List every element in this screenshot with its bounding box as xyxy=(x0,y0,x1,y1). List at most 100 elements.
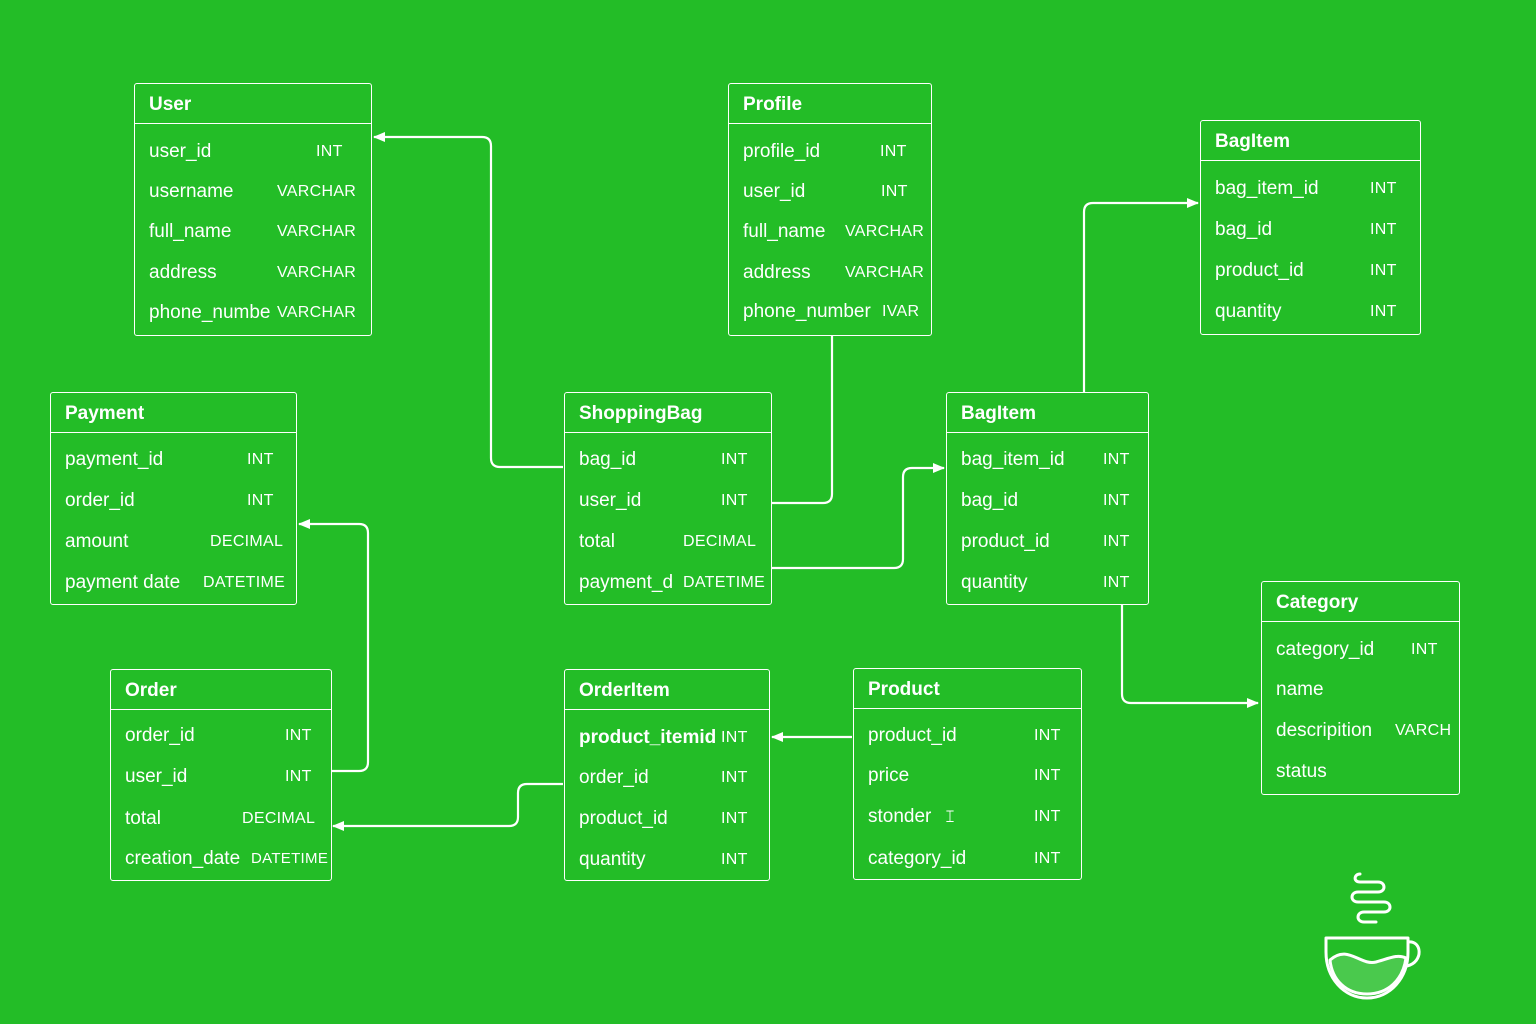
field-type: INT xyxy=(1370,180,1397,197)
field-type: INT xyxy=(1103,574,1130,591)
field-name: total xyxy=(125,808,161,829)
field-type: INT xyxy=(1034,727,1061,744)
field-row: status xyxy=(1276,759,1445,785)
link-shoppingbag-profile xyxy=(772,336,834,505)
field-type: INT xyxy=(721,810,748,827)
field-type: INT xyxy=(285,727,312,744)
field-type: INT xyxy=(1370,221,1397,238)
field-type: INT xyxy=(316,143,343,160)
field-row: address VARCHAR xyxy=(149,260,357,286)
field-name: name xyxy=(1276,679,1324,700)
field-name: bag_item_id xyxy=(961,449,1065,470)
field-name: product_id xyxy=(961,531,1050,552)
field-name: product_id xyxy=(579,808,668,829)
entity-title: Product xyxy=(854,669,1081,709)
field-row: quantity INT xyxy=(961,570,1134,596)
field-type: INT xyxy=(247,492,274,509)
field-name: address xyxy=(149,262,217,283)
entity-title: ShoppingBag xyxy=(565,393,771,433)
field-type: INT xyxy=(1034,767,1061,784)
field-name: phone_number xyxy=(743,301,871,322)
field-row: quantity INT xyxy=(1215,299,1406,325)
field-name: order_id xyxy=(65,490,135,511)
field-name: quantity xyxy=(961,572,1028,593)
field-type: INT xyxy=(721,851,748,868)
field-row: quantity INT xyxy=(579,847,755,873)
field-name: user_id xyxy=(149,141,212,162)
field-type: DATETIME xyxy=(683,574,766,591)
link-shoppingbag-user xyxy=(373,132,563,469)
field-type: VARCHAR xyxy=(277,183,357,200)
field-type: INT xyxy=(1103,533,1130,550)
field-name: user_id xyxy=(743,181,806,202)
field-row: product_id INT xyxy=(1215,258,1406,284)
field-name: bag_id xyxy=(579,449,637,470)
field-name: status xyxy=(1276,761,1327,782)
entity-title: Payment xyxy=(51,393,296,433)
field-type: INT xyxy=(1103,492,1130,509)
field-type: VARCHAR xyxy=(845,223,925,240)
field-name: product_id xyxy=(1215,260,1304,281)
field-name: stonder xyxy=(868,806,932,827)
field-row: payment_d DATETIME xyxy=(579,570,765,596)
link-orderitem-order xyxy=(332,782,563,831)
field-name: payment_d xyxy=(579,572,674,593)
field-type: INT xyxy=(285,768,312,785)
field-name: full_name xyxy=(149,221,232,242)
field-name: product_itemid xyxy=(579,727,717,748)
field-type: INT xyxy=(721,769,748,786)
field-row: name xyxy=(1276,677,1445,703)
field-name: payment date xyxy=(65,572,181,593)
field-name: order_id xyxy=(125,725,195,746)
field-name: quantity xyxy=(579,849,646,870)
field-row: descripition VARCH xyxy=(1276,718,1451,744)
field-type: INT xyxy=(1370,303,1397,320)
field-type: INT xyxy=(1370,262,1397,279)
field-name: order_id xyxy=(579,767,649,788)
link-shoppingbag-bagitem xyxy=(772,463,945,570)
field-row: order_id INT xyxy=(65,488,282,514)
field-type: INT xyxy=(721,729,748,746)
field-type: VARCH xyxy=(1395,722,1452,739)
field-name: descripition xyxy=(1276,720,1373,741)
field-row: product_id INT xyxy=(579,806,755,832)
coffee-cup-icon xyxy=(1324,872,1421,1000)
text-cursor-icon: 𝙸 xyxy=(944,807,956,827)
field-name: quantity xyxy=(1215,301,1282,322)
field-type: VARCHAR xyxy=(277,264,357,281)
entity-title: BagItem xyxy=(1201,121,1420,161)
field-type: INT xyxy=(1411,641,1438,658)
field-type: IVAR xyxy=(882,303,920,320)
